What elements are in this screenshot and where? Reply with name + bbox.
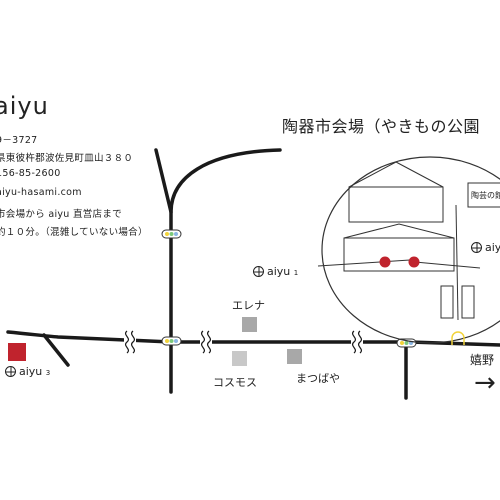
ureshino-label: 嬉野 xyxy=(470,353,495,367)
aiyu-main-label: aiyu 1 xyxy=(253,265,298,278)
traffic-signal-icon xyxy=(161,229,182,239)
access-note-line1: 市会場から aiyu 直営店まで xyxy=(0,209,122,220)
cosmos-marker xyxy=(232,351,247,366)
aiyu-main-number: 1 xyxy=(293,269,299,277)
venue-entrance-icon xyxy=(451,331,465,345)
aiyu-main-name: aiyu xyxy=(267,265,291,278)
access-note-line2: 約１０分。（混雑していない場合） xyxy=(0,227,148,238)
venue-pointer-line xyxy=(317,259,411,267)
aiyu-venue-label: aiyu xyxy=(471,241,500,254)
road-curve-north xyxy=(169,148,282,344)
aiyu-shop3-number: 3 xyxy=(45,369,51,377)
elena-marker xyxy=(242,317,257,332)
postal-code: 9－3727 xyxy=(0,135,38,146)
matsubaya-label: まつばや xyxy=(296,372,340,385)
aiyu-venue-booth-marker xyxy=(379,256,391,268)
aiyu-logo-icon xyxy=(253,266,264,277)
cosmos-label: コスモス xyxy=(213,376,257,389)
venue-park-area xyxy=(321,156,500,344)
road-south-west xyxy=(42,333,70,367)
venue-title: 陶器市会場（やきもの公園 xyxy=(282,117,481,136)
aiyu-shop3-name: aiyu xyxy=(19,365,43,378)
website-link[interactable]: aiyu-hasami.com xyxy=(0,187,82,198)
address: 県東彼杵郡波佐見町皿山３８０ xyxy=(0,153,134,164)
traffic-signal-icon xyxy=(161,336,182,346)
aiyu-shop3-label: aiyu 3 xyxy=(5,365,50,378)
road-north-spur xyxy=(154,148,173,214)
venue-pointer-line-2 xyxy=(414,261,481,269)
aiyu-logo-icon xyxy=(5,366,16,377)
brand-logo-text: aiyu xyxy=(0,92,49,120)
aiyu-shop3-marker xyxy=(8,343,26,361)
road-break-marks xyxy=(124,330,363,354)
aiyu-venue-name: aiyu xyxy=(485,241,500,254)
phone-number: 156-85-2600 xyxy=(0,168,61,179)
venue-building-label: 陶芸の館 xyxy=(471,191,500,200)
elena-label: エレナ xyxy=(232,299,265,312)
aiyu-venue-booth-marker xyxy=(408,256,420,268)
matsubaya-marker xyxy=(287,349,302,364)
arrow-right-icon: → xyxy=(474,368,496,398)
venue-buildings xyxy=(343,161,500,321)
aiyu-logo-icon xyxy=(471,242,482,253)
